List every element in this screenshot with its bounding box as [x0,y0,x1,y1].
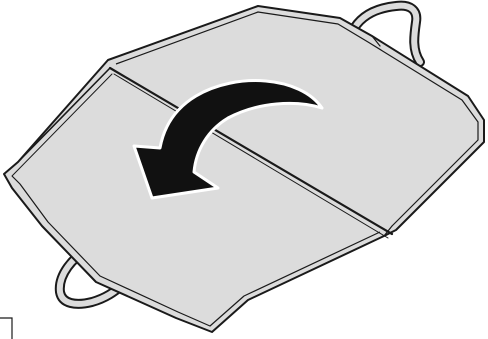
crop-corner-icon [0,318,12,339]
